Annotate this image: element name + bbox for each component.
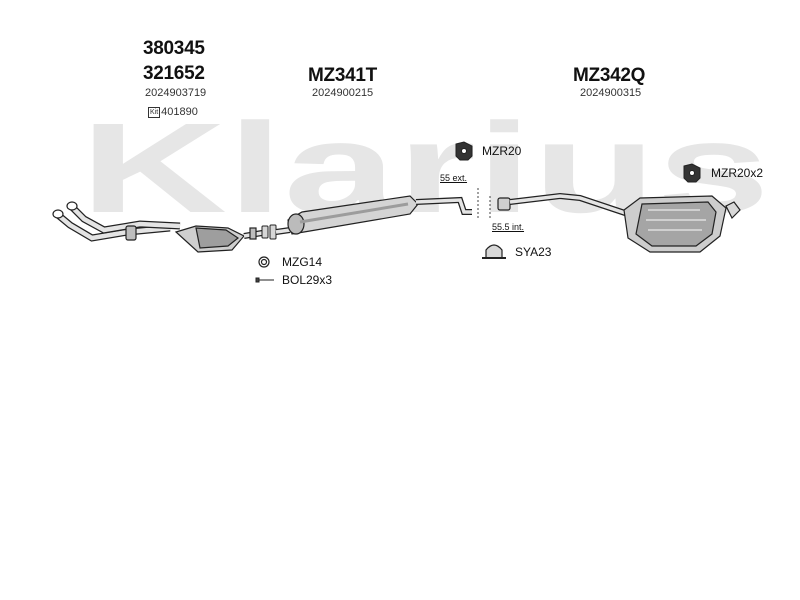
oe-ref-2024900215: 2024900215 — [312, 87, 374, 99]
part-code-mz341t: MZ341T — [308, 65, 377, 86]
part-code-380345: 380345 — [143, 38, 205, 59]
label-mzg14: MZG14 — [282, 255, 323, 269]
label-bol29x3: BOL29x3 — [282, 273, 333, 287]
oe-ref-2024900315: 2024900315 — [580, 87, 642, 99]
part-code-mz342q: MZ342Q — [573, 65, 646, 86]
catalytic-converter[interactable] — [174, 225, 263, 253]
pipe-cut-marker — [477, 188, 491, 220]
kit-icon: Kit — [148, 107, 161, 118]
gasket-mzg14[interactable] — [258, 256, 270, 268]
rubber-hanger-mzr20[interactable] — [455, 141, 473, 161]
clamp-sya23[interactable] — [482, 244, 506, 259]
label-sya23: SYA23 — [515, 245, 552, 259]
dimension-55-5-int: 55.5 int. — [492, 222, 525, 232]
bolt-bol29x3[interactable] — [255, 277, 274, 283]
rubber-hanger-mzr20x2[interactable] — [683, 163, 701, 183]
front-downpipe[interactable] — [52, 201, 181, 242]
kit-number: 401890 — [161, 106, 198, 118]
label-mzr20: MZR20 — [482, 144, 522, 158]
oe-ref-2024903719: 2024903719 — [145, 87, 207, 99]
label-mzr20x2: MZR20x2 — [711, 166, 764, 180]
rear-silencer[interactable] — [497, 192, 741, 253]
middle-silencer[interactable] — [275, 195, 472, 235]
dimension-55-ext: 55 ext. — [440, 173, 468, 183]
part-code-321652: 321652 — [143, 63, 205, 84]
